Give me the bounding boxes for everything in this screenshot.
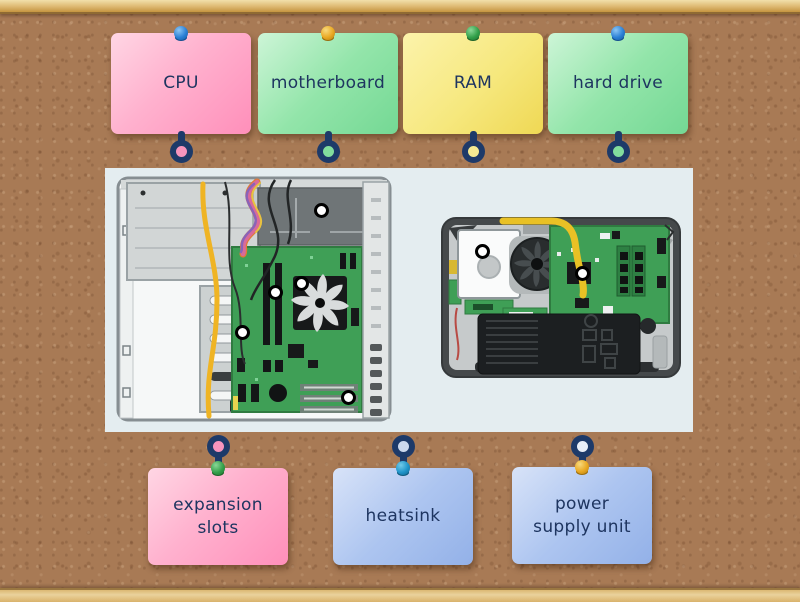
label-note-power-supply-unit[interactable]: power supply unit xyxy=(512,460,652,564)
connector-ring xyxy=(206,435,230,458)
label-note-expansion-slots[interactable]: expansion slots xyxy=(148,461,288,565)
answer-marker-tower-cpu-fan[interactable] xyxy=(294,276,309,291)
answer-marker-tower-psu[interactable] xyxy=(314,203,329,218)
connector-ring xyxy=(391,435,415,458)
connector-ring xyxy=(169,140,193,163)
label-text: hard drive xyxy=(572,73,664,94)
label-text: CPU xyxy=(163,73,199,94)
label-note-cpu[interactable]: CPU xyxy=(111,26,251,134)
pushpin-icon xyxy=(611,26,625,44)
computer-internals-illustration xyxy=(116,176,681,422)
pushpin-icon xyxy=(211,461,225,479)
pushpin-icon xyxy=(321,26,335,44)
answer-marker-laptop-hard-drive[interactable] xyxy=(475,244,490,259)
board-frame-top xyxy=(0,0,800,14)
laptop-illustration xyxy=(441,217,681,378)
label-text: power supply unit xyxy=(533,493,631,537)
answer-marker-laptop-cpu[interactable] xyxy=(575,266,590,281)
board-frame-bottom xyxy=(0,588,800,602)
label-text: expansion slots xyxy=(173,494,263,538)
connector-ring xyxy=(606,140,630,163)
connector-ring xyxy=(316,140,340,163)
label-note-heatsink[interactable]: heatsink xyxy=(333,461,473,565)
label-text: motherboard xyxy=(270,73,386,94)
connector-ring xyxy=(570,435,594,458)
label-text: RAM xyxy=(453,73,493,94)
label-text: heatsink xyxy=(365,506,441,527)
label-note-hard-drive[interactable]: hard drive xyxy=(548,26,688,134)
answer-marker-tower-expansion-slots[interactable] xyxy=(268,285,283,300)
label-note-motherboard[interactable]: motherboard xyxy=(258,26,398,134)
pushpin-icon xyxy=(466,26,480,44)
diagram-panel xyxy=(105,168,693,432)
label-note-ram[interactable]: RAM xyxy=(403,26,543,134)
pushpin-icon xyxy=(575,460,589,478)
answer-marker-tower-bottom-slots[interactable] xyxy=(341,390,356,405)
pushpin-icon xyxy=(174,26,188,44)
tower-illustration xyxy=(116,176,392,422)
pushpin-icon xyxy=(396,461,410,479)
answer-marker-tower-board-left[interactable] xyxy=(235,325,250,340)
connector-ring xyxy=(461,140,485,163)
